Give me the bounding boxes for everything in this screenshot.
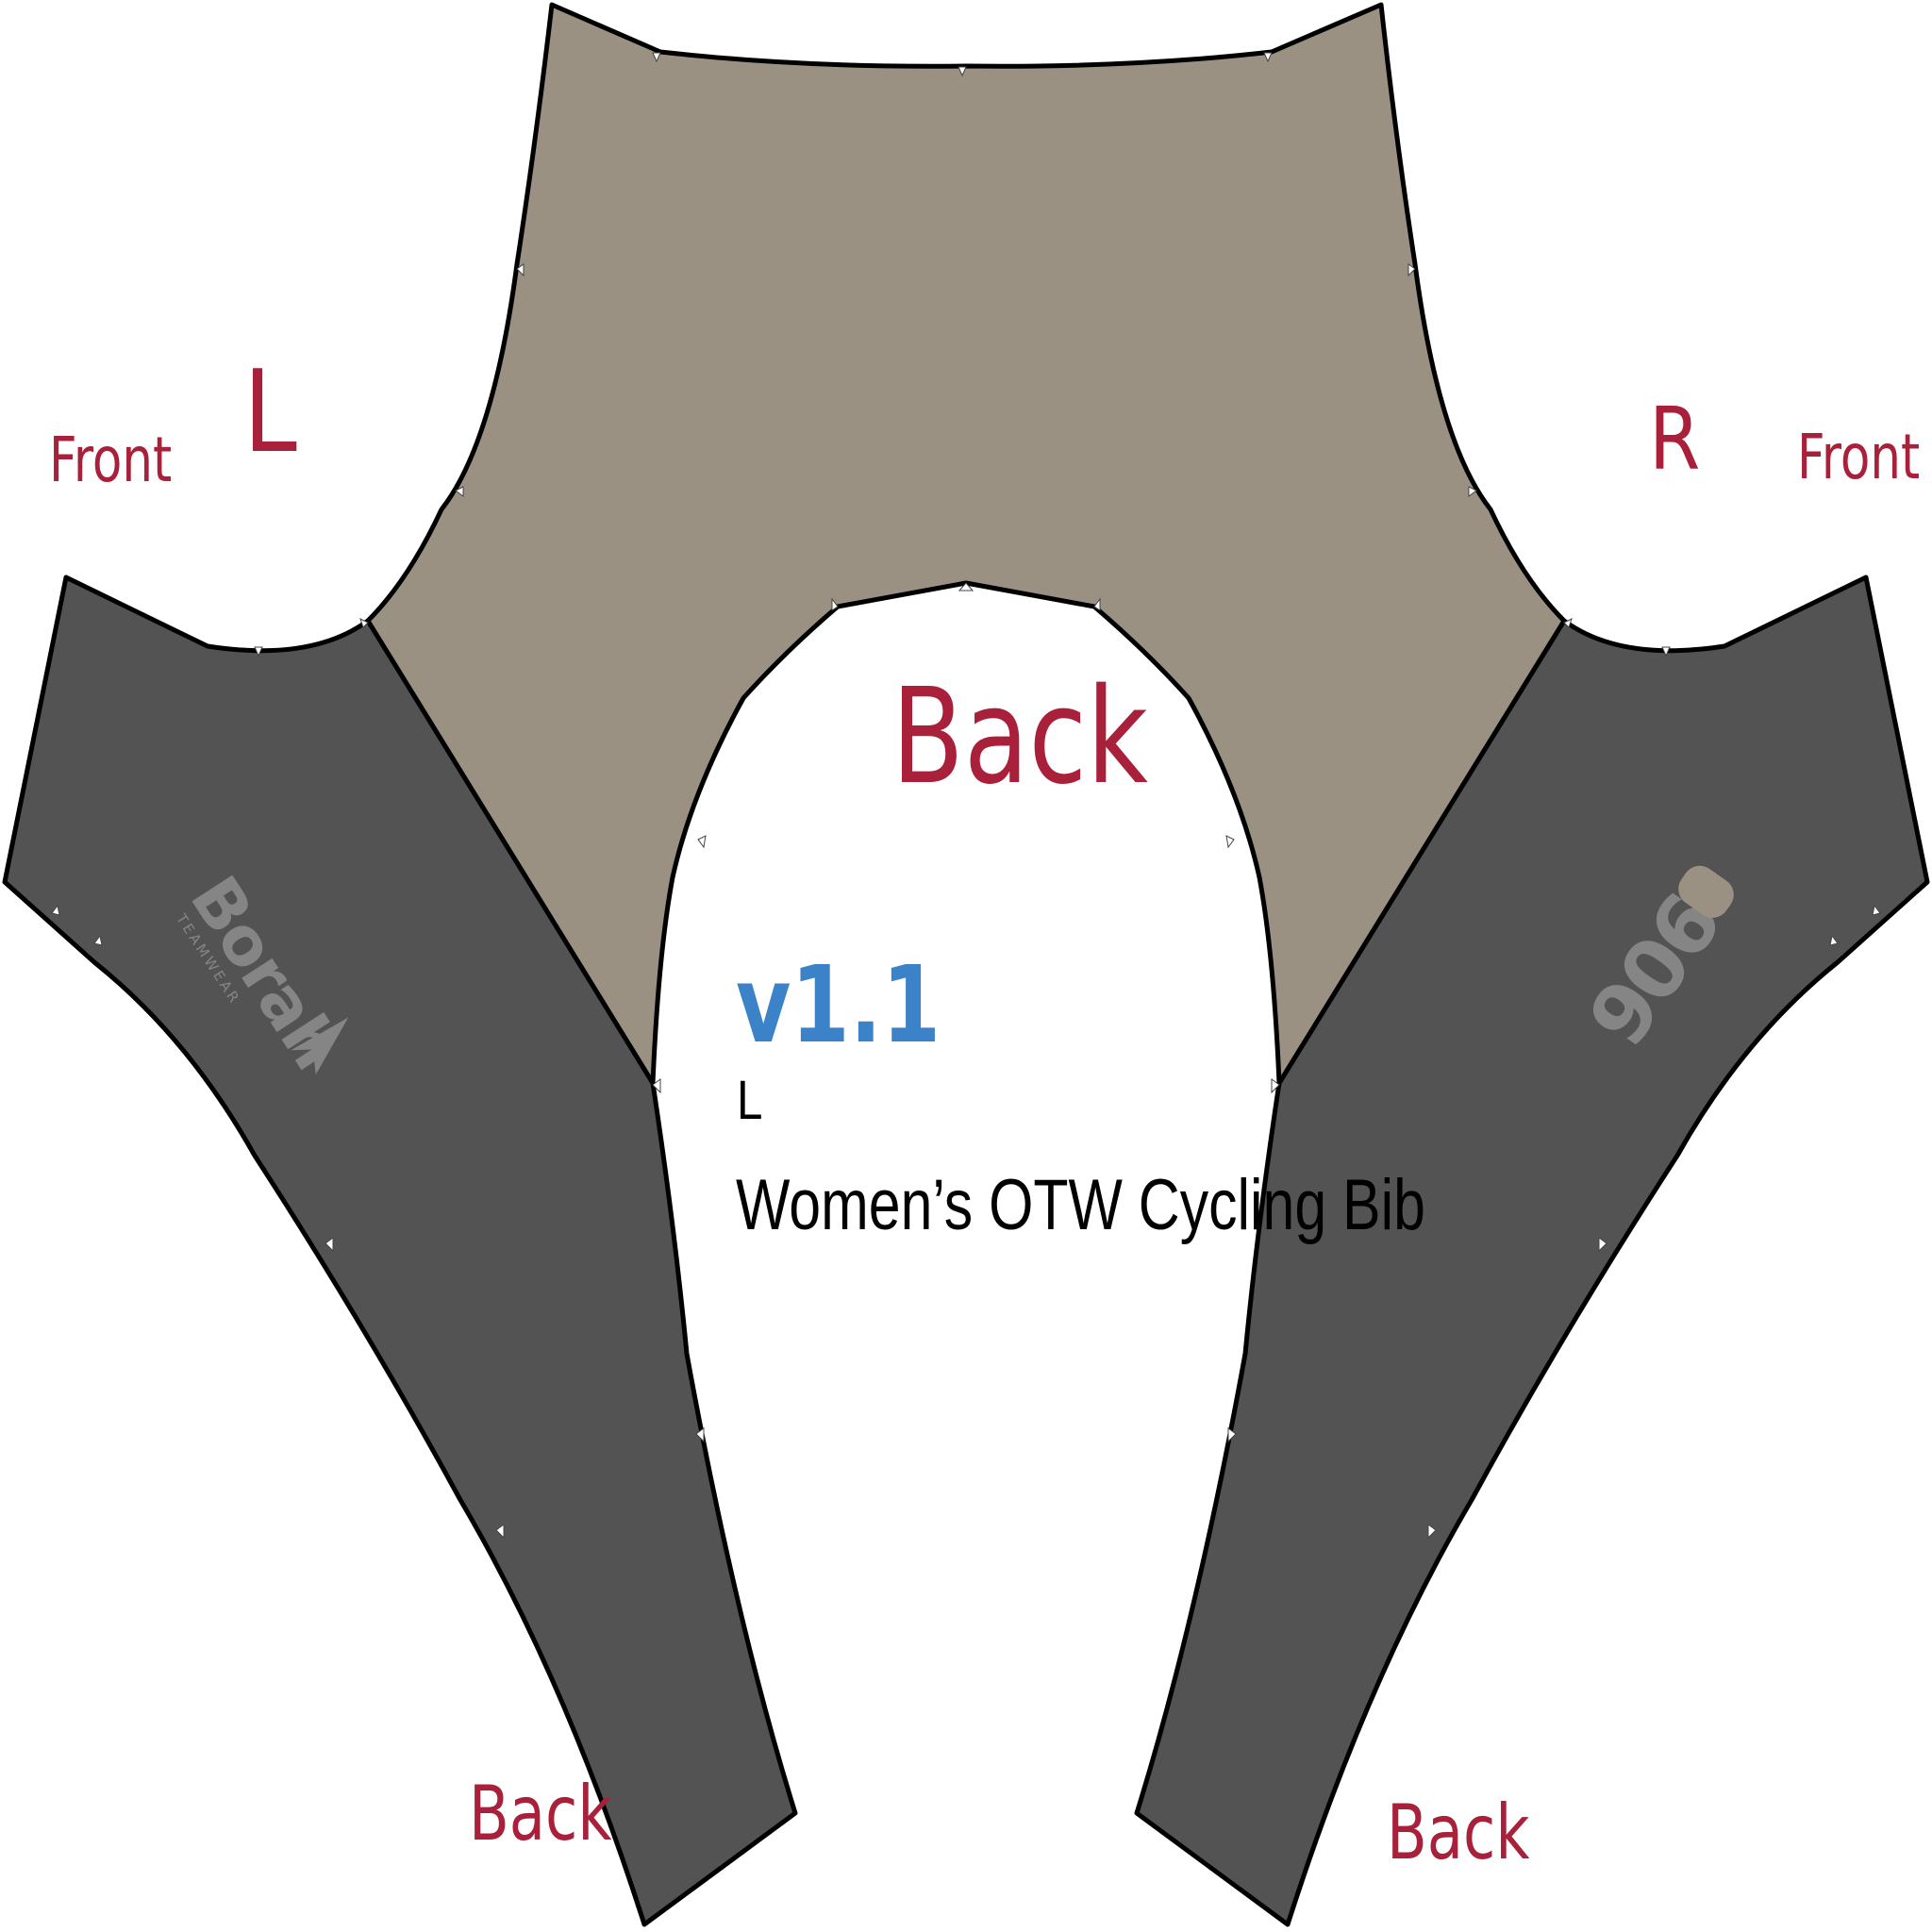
906-logo-badge [1678, 865, 1734, 918]
mountain-icon [291, 1017, 349, 1075]
back-panel [365, 2, 1567, 1086]
notch-marks [51, 52, 1881, 1540]
version-label: v1.1 [736, 944, 941, 1067]
product-name-label: Women’s OTW Cycling Bib [736, 1165, 1425, 1245]
left-side-panel [2, 575, 798, 1927]
front-left-label: Front [49, 424, 173, 496]
side-left-label: L [243, 347, 297, 478]
front-right-label: Front [1797, 421, 1921, 493]
back-right-label: Back [1387, 1789, 1530, 1876]
back-center-label: Back [891, 660, 1148, 814]
side-right-label: R [1649, 389, 1701, 490]
back-left-label: Back [469, 1770, 612, 1857]
right-side-panel [1134, 575, 1930, 1927]
size-label: L [737, 1070, 763, 1131]
